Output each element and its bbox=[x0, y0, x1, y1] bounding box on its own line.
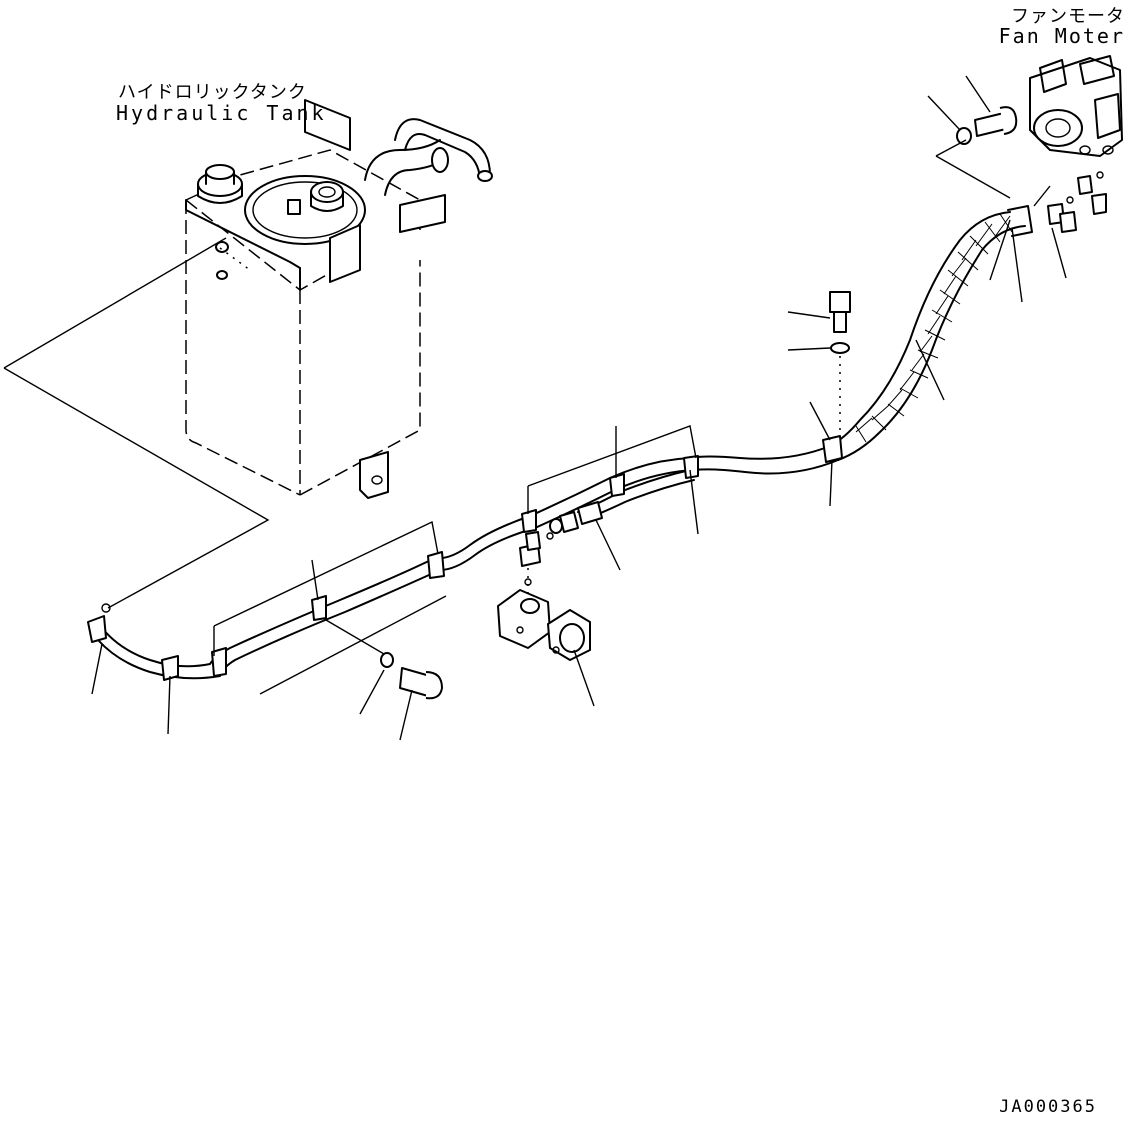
washer-icon bbox=[380, 652, 394, 668]
washer-icon bbox=[956, 127, 972, 145]
leader-lines bbox=[3, 75, 1067, 741]
clamp-icon bbox=[161, 435, 843, 681]
filler-cap-icon bbox=[197, 164, 243, 204]
bolt-icon bbox=[829, 291, 851, 333]
flange-icon bbox=[497, 589, 591, 661]
fan-motor-label-jp: ファンモータ bbox=[1011, 6, 1125, 27]
hydraulic-tank-icon bbox=[185, 99, 493, 499]
o-ring-icon bbox=[101, 603, 111, 613]
fan-motor-label-en: Fan Moter bbox=[998, 24, 1125, 48]
o-ring-icon bbox=[546, 532, 554, 540]
drawing-code: JA000365 bbox=[999, 1097, 1097, 1117]
hydraulic-tank-label-jp: ハイドロリックタンク bbox=[118, 82, 307, 103]
hose-icon bbox=[434, 445, 839, 571]
fan-motor-icon bbox=[1029, 55, 1123, 157]
bolt-icon bbox=[399, 667, 443, 700]
washer-icon bbox=[830, 342, 850, 354]
hydraulic-tank-label-en: Hydraulic Tank bbox=[116, 101, 327, 125]
elbow-fitting-icon bbox=[519, 531, 541, 567]
hose-icon bbox=[829, 205, 1033, 461]
elbow-fitting-icon bbox=[1047, 171, 1107, 233]
bolt-icon bbox=[974, 106, 1018, 137]
